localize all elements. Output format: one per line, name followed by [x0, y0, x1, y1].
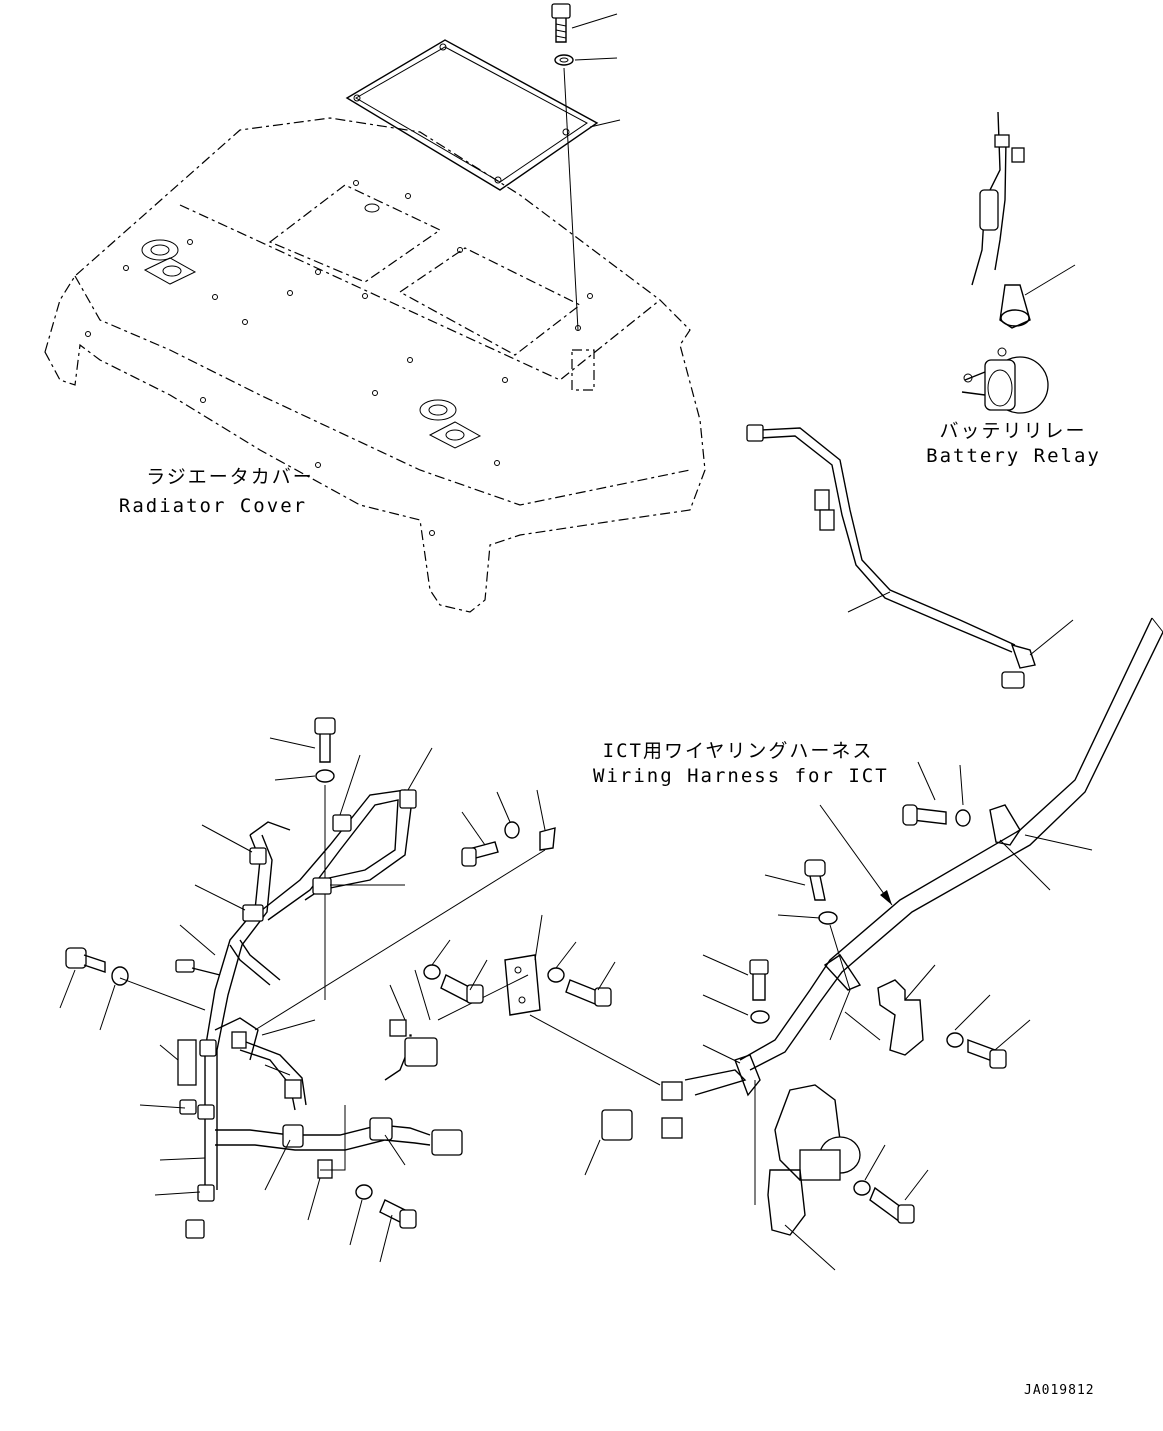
- drawing-code: JA019812: [1024, 1383, 1095, 1398]
- ict-harness-drawing: [437, 617, 1163, 1271]
- radiator-cover-label-en: Radiator Cover: [118, 495, 308, 517]
- battery-relay-label-en: Battery Relay: [926, 445, 1101, 467]
- ict-harness-label-en: Wiring Harness for ICT: [593, 765, 889, 787]
- ict-harness-label-jp: ICT用ワイヤリングハーネス: [602, 740, 874, 762]
- battery-relay-drawing: [961, 111, 1076, 414]
- left-harness-drawing: [59, 717, 616, 1263]
- relay-harness-drawing: [746, 424, 1074, 689]
- inspection-cover-plate: [345, 3, 621, 331]
- radiator-cover-drawing: [44, 117, 706, 613]
- battery-relay-label-jp: バッテリリレー: [939, 420, 1087, 442]
- radiator-cover-label-jp: ラジエータカバー: [146, 466, 314, 488]
